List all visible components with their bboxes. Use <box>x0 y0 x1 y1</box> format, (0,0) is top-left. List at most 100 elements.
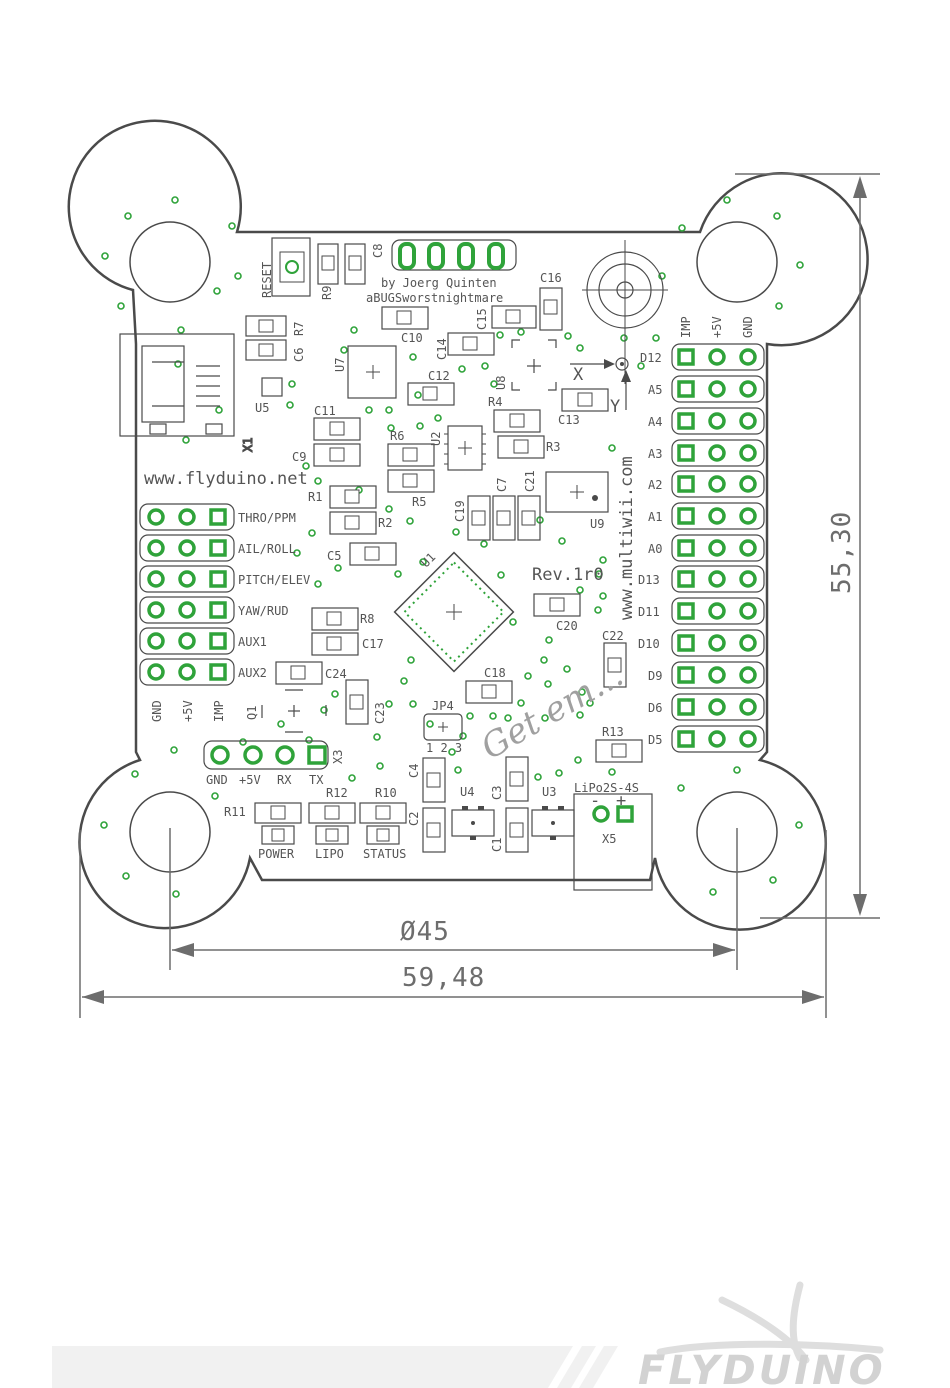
svg-text:C13: C13 <box>558 413 580 427</box>
svg-text:C5: C5 <box>327 549 341 563</box>
smd-c8: C8 <box>344 243 385 285</box>
svg-text:D9: D9 <box>648 669 662 683</box>
svg-text:C6: C6 <box>292 348 306 362</box>
url-flyduino: www.flyduino.net <box>144 469 308 489</box>
right-header-row: D11 <box>638 597 765 625</box>
smd-r2: R2 <box>329 511 392 535</box>
credits-line2: aBUGSworstnightmare <box>366 291 503 305</box>
vias <box>100 196 804 898</box>
svg-text:C17: C17 <box>362 637 384 651</box>
svg-text:R7: R7 <box>292 322 306 336</box>
right-header-row: D9 <box>648 661 765 689</box>
svg-text:1 2 3: 1 2 3 <box>426 741 462 755</box>
smd-c18: C18 <box>465 666 513 704</box>
smd-r9: R9 <box>317 243 339 300</box>
mounting-holes <box>129 221 778 873</box>
dimension-width-label: 59,48 <box>402 963 485 993</box>
svg-text:AUX2: AUX2 <box>238 666 267 680</box>
svg-text:C20: C20 <box>556 619 578 633</box>
svg-text:C1: C1 <box>490 838 504 852</box>
chip-u5: U5 <box>255 377 283 415</box>
svg-text:C21: C21 <box>523 470 537 492</box>
chip-u9: U9 <box>545 471 609 531</box>
smd-c19: C19 <box>453 495 491 541</box>
serial-header-x3: GND +5V RX TX X3 <box>203 740 345 787</box>
right-col-5v: +5V <box>710 316 724 338</box>
smd-c7: C7 <box>492 478 516 541</box>
svg-text:C11: C11 <box>314 404 336 418</box>
svg-text:C22: C22 <box>602 629 624 643</box>
right-header-row: A5 <box>648 375 765 403</box>
svg-text:C2: C2 <box>407 812 421 826</box>
regulator-u3: U3 <box>531 785 575 840</box>
smd-c13: C13 <box>558 388 609 427</box>
transistor-q1: Q1 <box>245 689 327 733</box>
smd-c3: C3 <box>490 756 529 802</box>
svg-text:U4: U4 <box>460 785 474 799</box>
svg-text:R13: R13 <box>602 725 624 739</box>
smd-c1: C1 <box>490 807 529 853</box>
svg-text:A5: A5 <box>648 383 662 397</box>
right-col-gnd: GND <box>741 316 755 338</box>
svg-text:C24: C24 <box>325 667 347 681</box>
svg-text:AUX1: AUX1 <box>238 635 267 649</box>
regulator-u4: U4 <box>451 785 495 840</box>
battery-connector-x5: LiPo2S-4S - + X5 <box>573 781 653 891</box>
svg-text:C19: C19 <box>453 500 467 522</box>
smd-r7: R7 <box>245 315 306 337</box>
svg-text:X3: X3 <box>331 750 345 764</box>
left-header-row: PITCH/ELEV <box>139 565 310 593</box>
jumper-jp4: JP4 1 2 3 <box>423 699 463 755</box>
svg-text:TX: TX <box>309 773 324 787</box>
chip-u7: U7 <box>333 345 397 399</box>
svg-text:C3: C3 <box>490 786 504 800</box>
svg-text:U2: U2 <box>429 432 443 446</box>
chip-u8: U8 <box>494 339 557 391</box>
smd-c23: C23 <box>345 679 387 725</box>
mounting-hole-top-left <box>129 221 211 303</box>
svg-text:A1: A1 <box>648 510 662 524</box>
svg-text:R11: R11 <box>224 805 246 819</box>
dimension-hole-spacing: Ø45 <box>169 828 738 970</box>
battery-minus: - <box>590 791 600 811</box>
svg-text:X5: X5 <box>602 832 616 846</box>
right-col-imp: IMP <box>679 316 693 338</box>
svg-text:AIL/ROLL: AIL/ROLL <box>238 542 296 556</box>
right-header-row: D6 <box>648 693 765 721</box>
battery-label: LiPo2S-4S <box>574 781 639 795</box>
svg-text:A0: A0 <box>648 542 662 556</box>
right-header-row: D10 <box>638 629 765 657</box>
battery-plus: + <box>616 791 626 811</box>
smd-c9: C9 <box>292 443 361 467</box>
svg-text:R12: R12 <box>326 786 348 800</box>
left-header-row: THRO/PPM <box>139 503 296 531</box>
chip-u1-mcu: U1 <box>393 550 515 673</box>
axis-y-label: Y <box>610 397 620 417</box>
footer-brand: FLYDUINO <box>52 1281 884 1388</box>
smd-c11: C11 <box>313 404 361 441</box>
led-power: R11 POWER <box>224 802 302 861</box>
smd-r5: R5 <box>387 469 435 509</box>
reset-label: RESET <box>260 262 274 298</box>
led-lipo: R12 LIPO <box>308 786 356 861</box>
svg-text:A4: A4 <box>648 415 662 429</box>
left-header-row: AUX2 <box>139 658 267 686</box>
smd-c16: C16 <box>539 271 563 331</box>
right-header-row: D5 <box>648 725 765 753</box>
dimension-height: 55,30 <box>735 173 880 919</box>
dimension-height-label: 55,30 <box>827 511 857 594</box>
svg-text:R3: R3 <box>546 440 560 454</box>
svg-text:U8: U8 <box>494 376 508 390</box>
left-col-5v: +5V <box>181 700 195 722</box>
left-header-row: YAW/RUD <box>139 596 289 624</box>
mounting-hole-top-right <box>696 221 778 303</box>
svg-text:R6: R6 <box>390 429 404 443</box>
svg-text:C16: C16 <box>540 271 562 285</box>
svg-text:THRO/PPM: THRO/PPM <box>238 511 296 525</box>
smd-c10: C10 <box>381 306 429 345</box>
svg-text:C23: C23 <box>373 702 387 724</box>
svg-text:A3: A3 <box>648 447 662 461</box>
top-header-4pin <box>391 239 517 271</box>
svg-text:C14: C14 <box>435 338 449 360</box>
smd-c24: C24 <box>275 661 347 685</box>
